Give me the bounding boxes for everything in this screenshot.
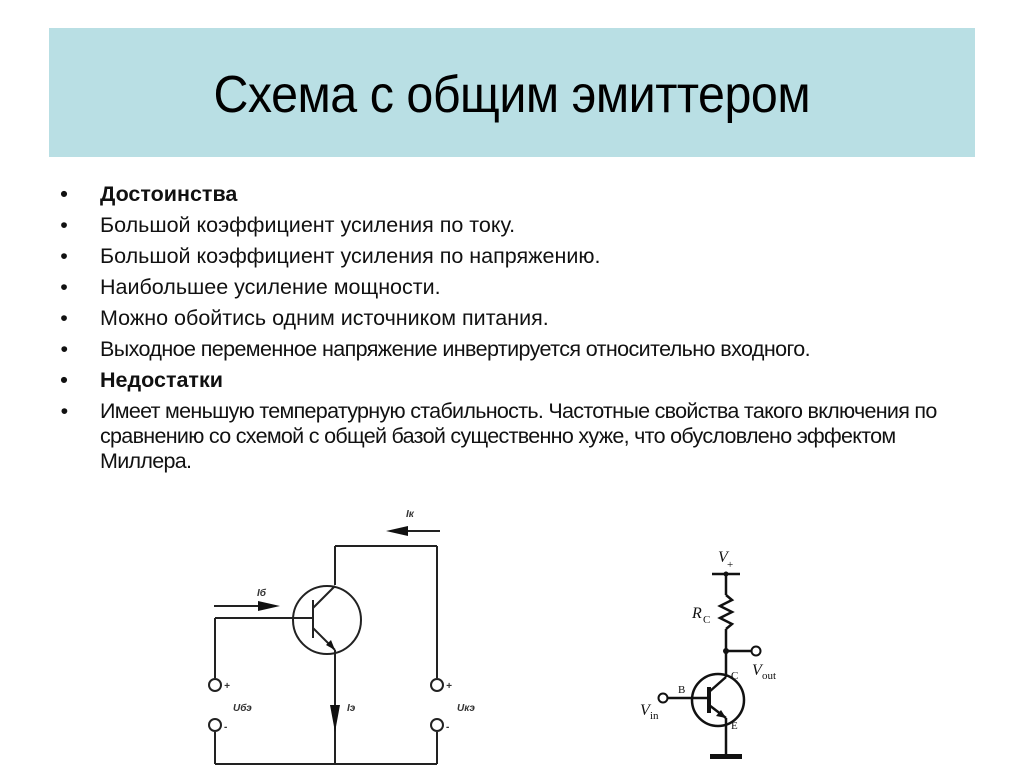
label-output-sub: out — [762, 670, 776, 682]
label-input: V — [640, 702, 652, 719]
bullet-dot: • — [60, 244, 68, 268]
bullet-voltage-gain: • Большой коэффициент усиления по напряж… — [58, 244, 978, 269]
left-diagram-labels: Iб Iк Iэ Uбэ Uкэ + - + - — [224, 509, 475, 733]
label-supply: V — [718, 549, 730, 566]
label-emitter-current: Iэ — [347, 703, 356, 714]
bullet-dot: • — [60, 306, 68, 330]
label-input-sub: in — [650, 710, 659, 722]
bullet-advantages-heading: • Достоинства — [58, 182, 978, 207]
label-plus: + — [224, 681, 230, 692]
bullet-dot: • — [60, 182, 68, 206]
bullet-dot: • — [60, 368, 68, 392]
bullet-disadvantages-heading: • Недостатки — [58, 368, 978, 393]
slide-title: Схема с общим эмиттером — [213, 65, 811, 124]
label-collector-current: Iк — [406, 509, 415, 520]
label-base-current: Iб — [257, 587, 267, 599]
bullet-thermal-stability: • Имеет меньшую температурную стабильнос… — [58, 399, 960, 474]
bullet-dot: • — [60, 337, 69, 361]
label-output-voltage: Uкэ — [457, 703, 475, 714]
slide-title-banner: Схема с общим эмиттером — [49, 28, 975, 157]
label-collector: C — [731, 670, 738, 682]
bullet-dot: • — [60, 399, 69, 423]
label-minus: - — [224, 722, 228, 733]
bullet-single-supply: • Можно обойтись одним источником питани… — [58, 306, 978, 331]
label-resistor-sub: C — [703, 614, 710, 626]
label-output: V — [752, 662, 764, 679]
bullet-list: • Достоинства • Большой коэффициент усил… — [58, 182, 978, 480]
label-plus: + — [446, 681, 452, 692]
bullet-dot: • — [60, 275, 68, 299]
bullet-dot: • — [60, 213, 68, 237]
bullet-inverted-output: • Выходное переменное напряжение инверти… — [58, 337, 900, 362]
label-base: B — [678, 684, 685, 696]
label-supply-sub: + — [727, 559, 733, 571]
label-minus: - — [446, 722, 450, 733]
common-emitter-amplifier-schematic: V + R C V out V in C B E — [630, 540, 800, 767]
bullet-power-gain: • Наибольшее усиление мощности. — [58, 275, 978, 300]
label-emitter: E — [731, 720, 738, 732]
common-emitter-circuit-diagram: Iб Iк Iэ Uбэ Uкэ + - + - — [190, 500, 480, 767]
label-resistor: R — [691, 605, 702, 622]
bullet-current-gain: • Большой коэффициент усиления по току. — [58, 213, 978, 238]
label-input-voltage: Uбэ — [233, 702, 252, 714]
